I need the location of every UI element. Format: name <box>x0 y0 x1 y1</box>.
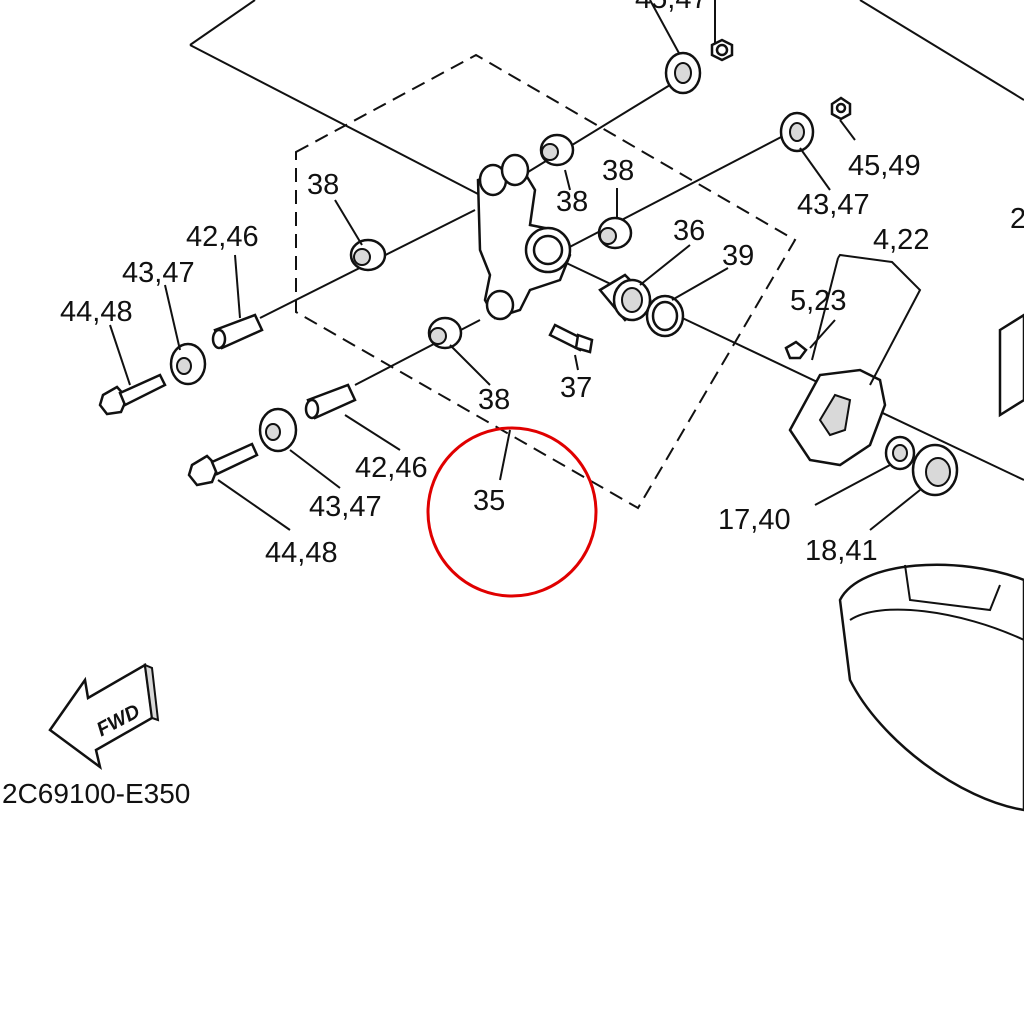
label-leaders <box>109 119 921 531</box>
label-38-left: 38 <box>307 169 339 201</box>
washer-43-47-right <box>779 111 815 153</box>
label-42-46-bottom: 42,46 <box>355 452 428 484</box>
bushing-38-left <box>349 238 387 272</box>
diagram-code: 2C69100-E350 <box>2 778 190 809</box>
bushing-38-lower <box>427 316 463 350</box>
fwd-arrow: FWD <box>48 662 160 771</box>
label-39: 39 <box>722 240 754 272</box>
label-43-47-right: 43,47 <box>797 189 870 221</box>
pin-42-46-top <box>211 313 264 350</box>
cap-18-41 <box>911 443 959 497</box>
washer-43-47-left <box>169 342 207 386</box>
nut-17-40 <box>884 435 916 471</box>
seal-39 <box>645 294 685 338</box>
label-43-47-left: 43,47 <box>122 257 195 289</box>
label-top-clip: 45,47 <box>635 0 708 15</box>
bolt-44-48-left <box>98 373 167 416</box>
bushing-38-top <box>539 133 575 167</box>
label-44-48-left: 44,48 <box>60 296 133 328</box>
bolt-44-48-bottom <box>187 442 259 487</box>
pin-42-46-bottom <box>304 383 357 420</box>
housing-bowl <box>838 563 1024 812</box>
frame-outline <box>189 0 1024 196</box>
collar-36 <box>598 273 652 322</box>
label-5-23: 5,23 <box>790 285 846 317</box>
housing-edge-right <box>998 313 1024 418</box>
assembly-boundary <box>295 53 797 510</box>
label-37: 37 <box>560 372 592 404</box>
label-17-40: 17,40 <box>718 504 791 536</box>
label-38-right: 38 <box>602 155 634 187</box>
nut-45-49 <box>830 96 852 121</box>
label-18-41: 18,41 <box>805 535 878 567</box>
label-43-47-bottom: 43,47 <box>309 491 382 523</box>
label-edge-2: 2 <box>1010 203 1024 235</box>
label-4-22: 4,22 <box>873 224 929 256</box>
hub-plate-4-22 <box>788 368 887 467</box>
label-45-49: 45,49 <box>848 150 921 182</box>
label-42-46-top: 42,46 <box>186 221 259 253</box>
highlight-circle <box>426 426 598 598</box>
label-38-lower: 38 <box>478 384 510 416</box>
bushing-38-right <box>597 216 633 250</box>
label-38-mid: 38 <box>556 186 588 218</box>
screw-5-23 <box>784 340 808 360</box>
bracket-35 <box>476 153 572 321</box>
nut-top <box>710 38 734 62</box>
label-35: 35 <box>473 485 505 517</box>
washer-43-47-bottom <box>258 407 298 453</box>
washer-top <box>664 51 702 95</box>
label-36: 36 <box>673 215 705 247</box>
bolt-37 <box>548 323 594 354</box>
label-44-48-bottom: 44,48 <box>265 537 338 569</box>
bracket-leader <box>837 253 922 386</box>
